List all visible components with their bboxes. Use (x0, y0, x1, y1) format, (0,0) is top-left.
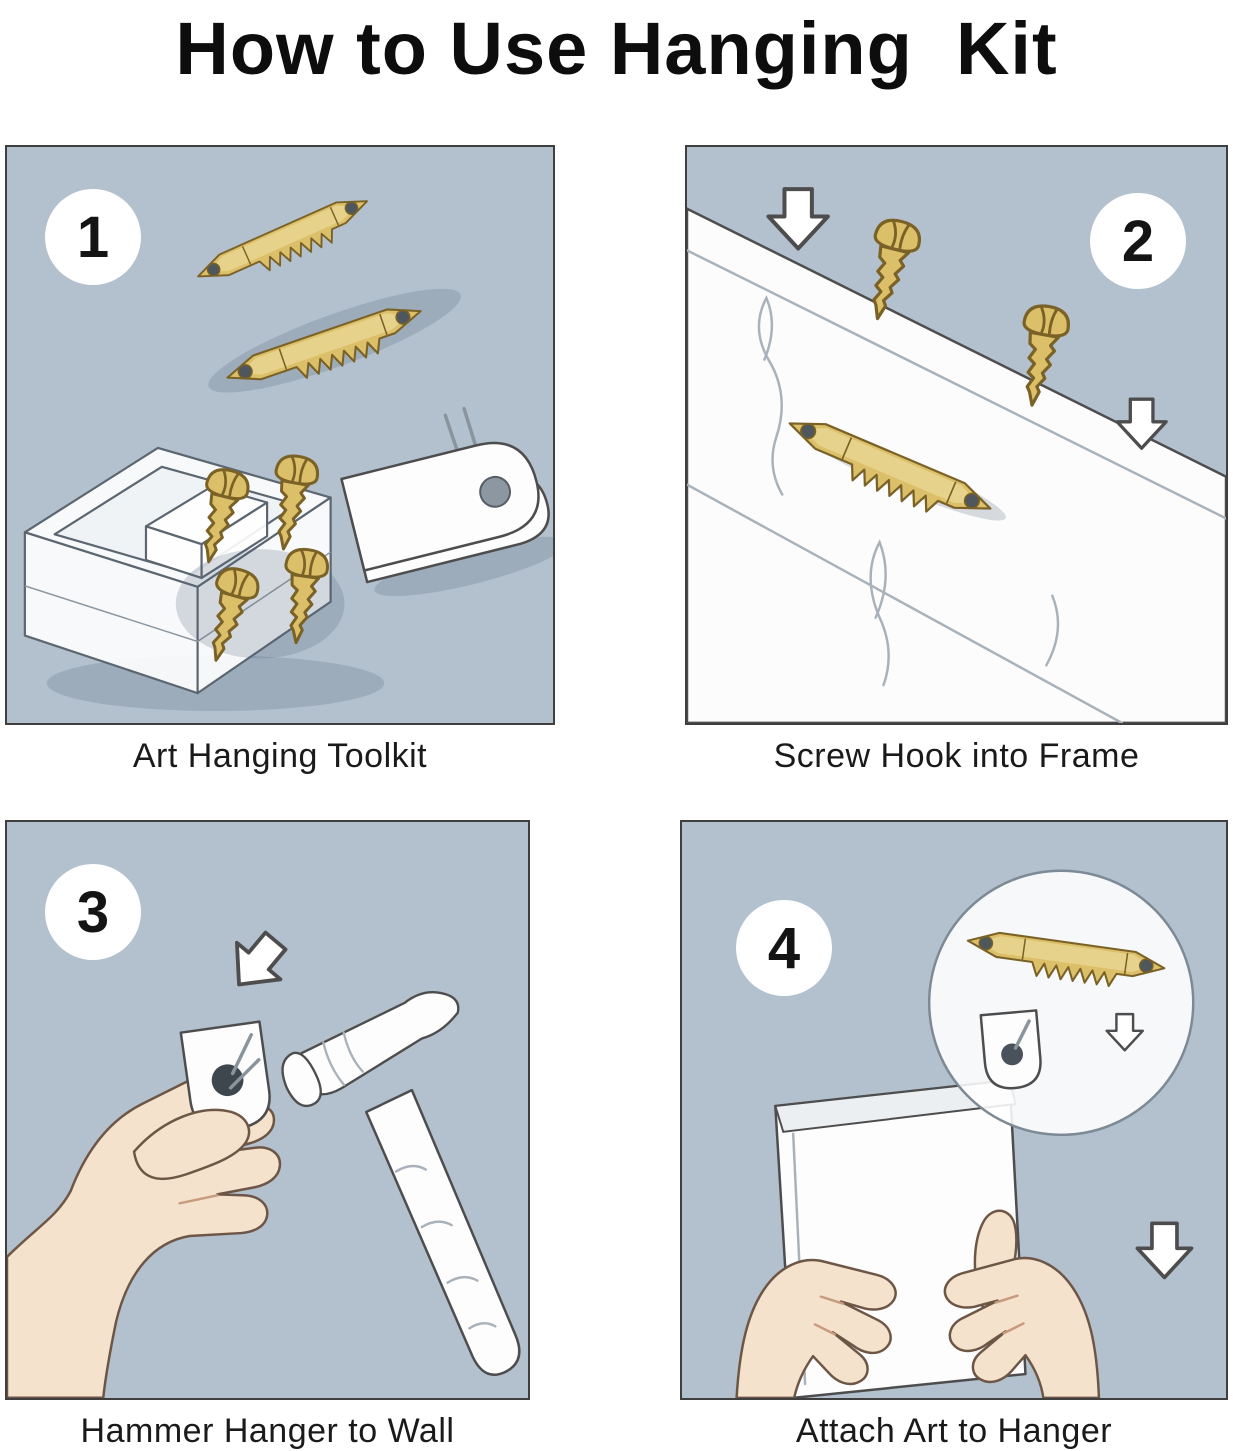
wall-hook-icon (340, 406, 553, 597)
step-1-illustration (23, 189, 553, 711)
step-4-number-badge: 4 (736, 900, 832, 996)
step-2-caption: Screw Hook into Frame (773, 737, 1140, 775)
step-4: 4 (680, 820, 1228, 1451)
step-1-number-badge: 1 (45, 189, 141, 285)
step-3-number-badge: 3 (45, 864, 141, 960)
thumb (132, 1108, 251, 1180)
step-2-number-badge: 2 (1090, 193, 1186, 289)
down-arrow-icon (1135, 1221, 1194, 1280)
step-3: 3 (5, 820, 530, 1451)
step-2-panel: 2 (685, 145, 1228, 725)
step-2: 2 (685, 145, 1228, 776)
page-title: How to Use Hanging Kit (175, 7, 1058, 90)
step-4-illustration (735, 869, 1195, 1398)
down-arrow-icon (766, 187, 830, 251)
step-3-caption: Hammer Hanger to Wall (80, 1412, 455, 1450)
step-1: 1 (5, 145, 555, 776)
down-arrow-icon (215, 920, 300, 1005)
step-4-caption: Attach Art to Hanger (795, 1412, 1113, 1450)
brass-screws-icon (175, 451, 345, 668)
left-hand (735, 1258, 897, 1398)
step-3-illustration (7, 920, 521, 1398)
step-3-panel: 3 (5, 820, 530, 1400)
step-1-caption: Art Hanging Toolkit (132, 737, 428, 775)
sawtooth-hanger-icon (777, 410, 1006, 536)
right-hand (943, 1209, 1101, 1398)
hand-holding-hanger (7, 1020, 282, 1398)
step-4-panel: 4 (680, 820, 1228, 1400)
magnifier-circle (927, 869, 1195, 1137)
frame-board-icon (687, 207, 1226, 723)
hammer-icon (281, 991, 521, 1376)
white-hook-icon (979, 1009, 1042, 1090)
step-1-panel: 1 (5, 145, 555, 725)
step-2-illustration (687, 187, 1226, 723)
